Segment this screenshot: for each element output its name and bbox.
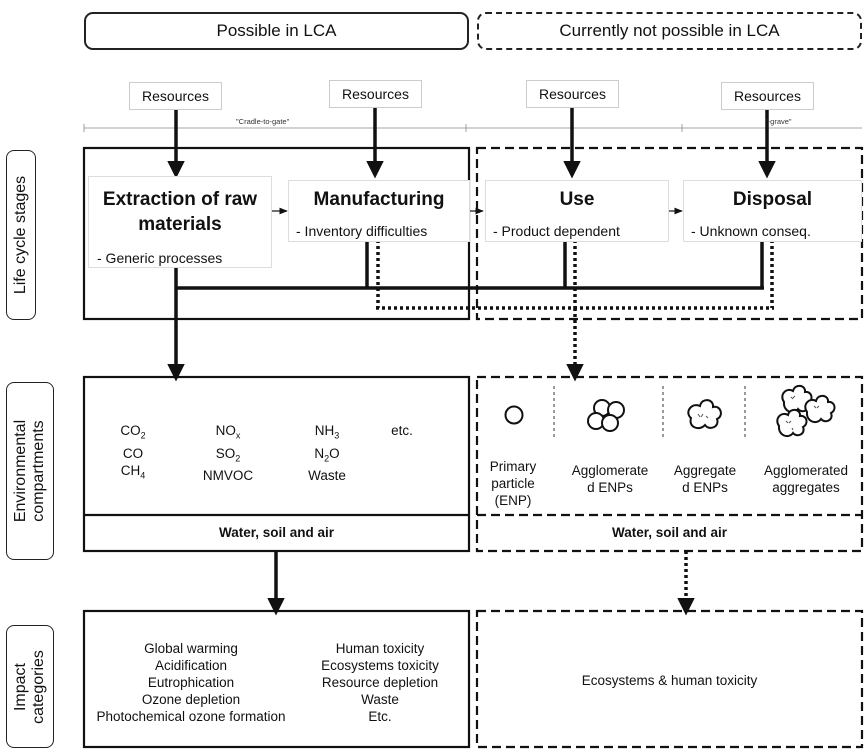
compartment-label-possible: Water, soil and air	[218, 525, 335, 540]
particle-agglomerated-label: Agglomerate d ENPs	[571, 463, 649, 495]
header-not-possible: Currently not possible in LCA	[477, 12, 862, 50]
stage-use-note: - Product dependent	[493, 223, 620, 239]
stage-disposal: Disposal - Unknown conseq.	[683, 180, 862, 242]
particle-primary-label: Primary particle (ENP)	[489, 459, 537, 508]
stage-disposal-note: - Unknown conseq.	[691, 223, 811, 239]
particle-agg-agg-label: Agglomerated aggregates	[763, 463, 849, 495]
compartment-label-not-possible: Water, soil and air	[611, 525, 728, 540]
stage-manufacturing-note: - Inventory difficulties	[296, 223, 428, 239]
frame-impact-not-possible	[475, 609, 864, 749]
impacts-left-list: Global warming Acidification Eutrophicat…	[96, 641, 286, 724]
stage-extraction: Extraction of raw materials - Generic pr…	[88, 176, 272, 268]
resources-extraction: Resources	[129, 82, 222, 110]
particle-aggregated-label: Aggregate d ENPs	[673, 463, 737, 495]
stage-manufacturing-title: Manufacturing	[313, 189, 445, 210]
stage-manufacturing: Manufacturing - Inventory difficulties	[288, 180, 470, 242]
emission-n2o: N2O	[314, 445, 340, 464]
emission-co2: CO2	[120, 423, 146, 441]
emission-nh3: NH3	[314, 423, 340, 441]
stage-disposal-title: Disposal	[732, 189, 813, 210]
stage-extraction-title-line2: materials	[138, 214, 222, 235]
agglomerated-aggregates-icon	[776, 384, 836, 438]
stage-extraction-title-line1: Extraction of raw	[102, 189, 258, 210]
resources-disposal: Resources	[721, 82, 814, 110]
emissions-col3: NH3 N2O Waste	[302, 422, 352, 484]
primary-particle-icon	[504, 405, 524, 425]
emission-ch4: CH4	[120, 462, 146, 481]
emission-so2: SO2	[215, 445, 241, 464]
scope-grave: "-grave"	[765, 117, 792, 126]
stage-use-title: Use	[559, 189, 595, 210]
emissions-col2: NOx SO2 NMVOC	[198, 422, 258, 484]
emission-nox: NOx	[215, 423, 241, 441]
frame-not-possible-stages	[475, 146, 864, 321]
resources-manufacturing: Resources	[329, 80, 422, 108]
stage-use: Use - Product dependent	[485, 180, 669, 242]
aggregated-enps-icon	[687, 399, 722, 430]
agglomerated-enps-icon	[587, 399, 625, 432]
impacts-right-list: Human toxicity Ecosystems toxicity Resou…	[321, 641, 439, 724]
emission-nmvoc: NMVOC	[202, 468, 254, 484]
emission-etc: etc.	[391, 423, 413, 438]
emission-co: CO	[122, 445, 144, 461]
stage-extraction-note: - Generic processes	[97, 250, 223, 266]
side-label-life-cycle: Life cycle stages	[6, 150, 36, 320]
resources-use: Resources	[526, 80, 619, 108]
header-possible: Possible in LCA	[84, 12, 469, 50]
scope-cradle-to-gate: "Cradle-to-gate"	[236, 117, 290, 126]
emissions-col1: CO2 CO CH4	[118, 422, 148, 484]
frame-env-not-possible	[475, 375, 864, 553]
emission-waste: Waste	[308, 468, 346, 484]
impacts-nano: Ecosystems & human toxicity	[581, 673, 758, 688]
